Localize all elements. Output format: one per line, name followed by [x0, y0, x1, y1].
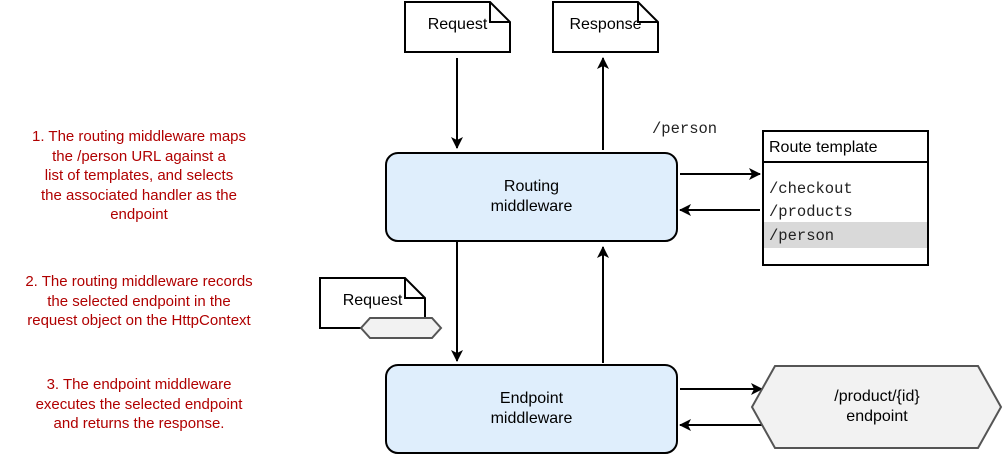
endpoint-middleware: Endpoint middleware — [385, 364, 678, 454]
route-template-item-person: /person — [769, 227, 835, 245]
note-1: 1. The routing middleware maps the /pers… — [32, 128, 246, 223]
note-3: 3. The endpoint middleware executes the … — [35, 376, 243, 432]
route-template-item-checkout: /checkout — [769, 180, 853, 198]
route-template-item-products: /products — [769, 203, 853, 221]
request-mid-label: Request — [342, 292, 403, 309]
path-label: /person — [652, 120, 718, 138]
endpoint-tag — [359, 317, 443, 339]
request-document-mid — [319, 277, 426, 329]
request-document-mid-fold — [404, 278, 425, 299]
endpoint-label: /product/{id} endpoint — [834, 388, 920, 425]
response-document-top — [552, 1, 659, 53]
note-2: 2. The routing middleware records the se… — [25, 273, 253, 329]
request-document-top — [404, 1, 511, 53]
response-document-top-fold — [637, 2, 658, 23]
route-template-title: Route template — [769, 139, 878, 156]
request-document-top-fold — [489, 2, 510, 23]
routing-middleware: Routing middleware — [385, 152, 678, 242]
response-top-label: Response — [569, 16, 642, 33]
endpoint-shape — [750, 365, 1003, 449]
route-template-selected-row — [764, 222, 927, 248]
request-top-label: Request — [427, 16, 488, 33]
